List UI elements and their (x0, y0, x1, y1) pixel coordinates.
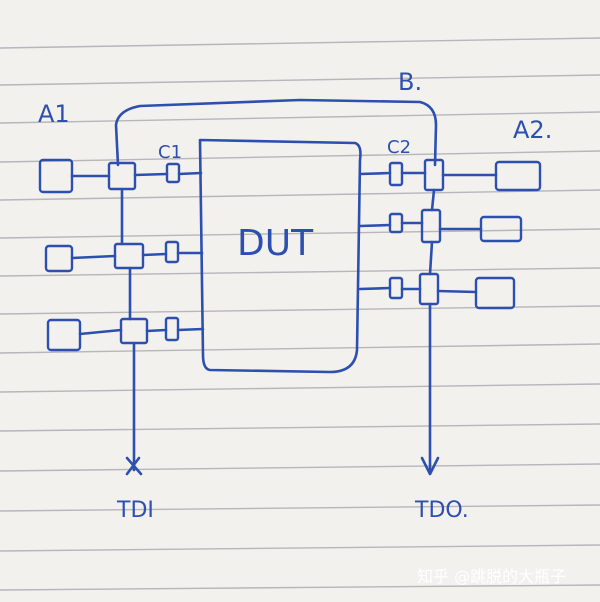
wire-l1 (133, 172, 169, 177)
label-a2: A2. (513, 116, 552, 144)
core-cell-c2-2 (388, 212, 404, 234)
label-a1: A1 (38, 100, 70, 128)
left-pin-1 (38, 158, 111, 194)
core-cell-c2-3 (388, 276, 404, 300)
left-pin-3 (46, 318, 123, 352)
right-scan-cell-2 (420, 208, 442, 244)
right-pin-3 (474, 276, 516, 310)
left-pin-2 (44, 244, 117, 273)
left-scan-cell-1 (107, 161, 137, 191)
wire-r3a (358, 286, 392, 291)
label-c2: C2 (387, 137, 411, 158)
wire-l3 (145, 328, 168, 333)
dut-label: DUT (237, 223, 314, 264)
core-cell-c1-3 (164, 316, 180, 342)
right-pin-2 (479, 215, 523, 243)
wire-p3 (436, 289, 478, 294)
dut-block (198, 138, 362, 374)
core-cell-c1-2 (164, 240, 180, 264)
wire-l2 (141, 252, 168, 257)
tdo-chain-line (428, 188, 436, 472)
wire-r1a (358, 171, 392, 176)
scan-chain-b-loop (114, 98, 438, 167)
wire-l3b (176, 327, 205, 332)
label-c1: C1 (158, 142, 182, 163)
watermark: 知乎 @跳脱的大瓶子 (417, 567, 566, 586)
tdi-chain-line (120, 187, 136, 472)
tdi-marker (125, 456, 143, 476)
right-scan-cell-3 (418, 272, 440, 306)
tdo-arrow-head (420, 456, 440, 476)
right-pin-1 (494, 160, 542, 192)
label-tdo: TDO. (414, 498, 469, 523)
core-cell-c1-1 (165, 162, 181, 184)
wire-l1b (177, 171, 203, 176)
wire-r2a (358, 223, 392, 228)
label-b: B. (398, 68, 422, 96)
label-tdi: TDI (116, 498, 154, 523)
left-scan-cell-3 (119, 317, 149, 345)
notebook-rules (0, 37, 600, 591)
core-cell-c2-1 (388, 161, 404, 187)
left-scan-cell-2 (113, 242, 145, 270)
